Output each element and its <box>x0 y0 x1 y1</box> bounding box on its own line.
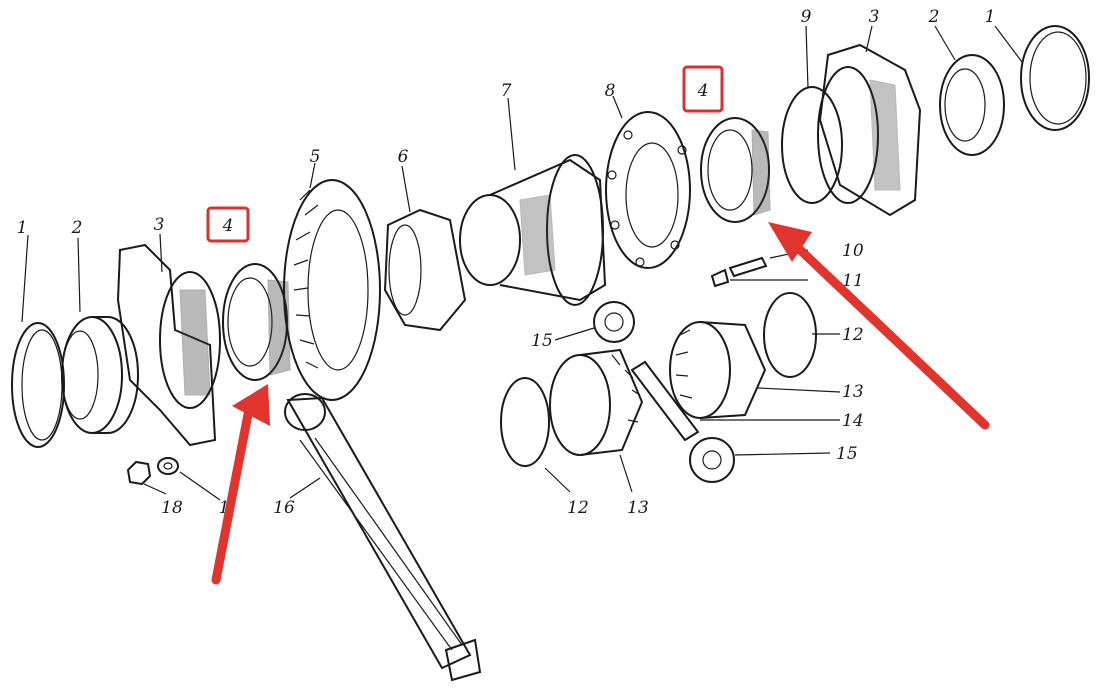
label-part-8: 8 <box>605 81 616 101</box>
part-11-pin <box>710 268 808 288</box>
part-12-lower-thrust-washer <box>500 377 571 493</box>
label-part-17: 1 <box>219 498 230 518</box>
part-2-left-adjusting-nut <box>61 237 139 434</box>
part-7-differential-case <box>459 97 607 306</box>
label-part-13-right: 13 <box>842 382 864 402</box>
label-part-11: 11 <box>842 271 864 291</box>
label-part-9: 9 <box>801 7 812 27</box>
label-part-10: 10 <box>842 241 864 261</box>
part-2-right-adjusting-nut <box>934 25 1005 156</box>
label-part-1-left: 1 <box>17 218 28 238</box>
label-part-16: 16 <box>273 498 295 518</box>
part-8-flange-cover <box>605 95 691 269</box>
part-16-drive-pinion-shaft <box>284 393 482 682</box>
label-part-15-lower: 15 <box>836 444 858 464</box>
part-15-lower-pinion-gear <box>689 437 831 483</box>
part-13-right-side-gear <box>669 321 841 419</box>
part-3-left-bearing-housing <box>116 233 221 447</box>
part-17-washer <box>157 457 221 501</box>
highlight-box-part-4-left <box>206 206 250 243</box>
label-part-1-right: 1 <box>985 7 996 27</box>
part-1-left-snap-ring <box>11 234 65 448</box>
part-9-o-ring <box>781 25 843 204</box>
part-18-nut <box>126 460 167 495</box>
part-12-right-thrust-washer <box>763 292 840 378</box>
part-1-right-snap-ring <box>994 25 1090 131</box>
label-part-13-lower: 13 <box>627 498 649 518</box>
label-part-2-left: 2 <box>71 218 83 238</box>
part-3-right-bearing-housing <box>817 25 922 217</box>
label-part-14: 14 <box>842 411 864 431</box>
label-part-12-right: 12 <box>842 325 864 345</box>
label-part-6: 6 <box>398 147 409 167</box>
label-part-18: 18 <box>161 498 183 518</box>
label-part-2-right: 2 <box>928 7 940 27</box>
label-part-4-left: 4 <box>222 216 234 236</box>
highlight-box-part-4-right <box>682 65 724 113</box>
part-4-right-tapered-bearing <box>700 117 771 223</box>
red-arrow-right <box>768 222 990 430</box>
label-part-15-upper: 15 <box>531 331 553 351</box>
label-part-12-lower: 12 <box>567 498 589 518</box>
part-14-pinion-shaft <box>630 360 840 442</box>
label-part-3-left: 3 <box>154 215 165 235</box>
part-15-upper-pinion-gear <box>554 301 635 343</box>
label-part-4-right: 4 <box>697 81 709 101</box>
red-arrow-left <box>211 384 270 585</box>
part-4-left-tapered-bearing <box>222 263 291 381</box>
part-6-sleeve <box>383 165 467 332</box>
part-5-crown-wheel <box>283 162 381 401</box>
part-13-lower-side-gear <box>549 348 644 493</box>
label-part-3-right: 3 <box>869 7 880 27</box>
label-part-7: 7 <box>501 81 512 101</box>
label-part-5: 5 <box>310 147 321 167</box>
